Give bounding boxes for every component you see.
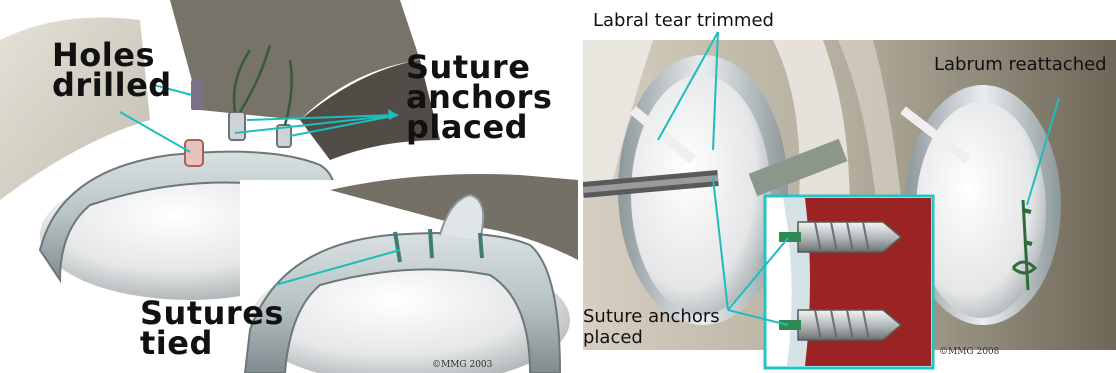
- labral-tear-trimmed-label: Labral tear trimmed: [593, 10, 774, 31]
- holes-drilled-label: Holes drilled: [52, 40, 172, 100]
- copyright-left: ©MMG 2003: [432, 360, 492, 370]
- left-illustration-panel: Holes drilled Suture anchors placed Sutu…: [0, 0, 578, 373]
- suture-anchor-inset: [765, 196, 933, 368]
- copyright-right: ©MMG 2008: [939, 347, 999, 357]
- suture-anchors-placed-label: Suture anchors placed: [406, 52, 552, 142]
- right-illustration-panel: Labral tear trimmed Labrum reattached Su…: [583, 0, 1116, 373]
- sutures-tied-label: Sutures tied: [140, 298, 284, 358]
- suture-anchors-placed-label-right: Suture anchors placed: [583, 306, 720, 348]
- labrum-reattached-label: Labrum reattached: [934, 54, 1107, 75]
